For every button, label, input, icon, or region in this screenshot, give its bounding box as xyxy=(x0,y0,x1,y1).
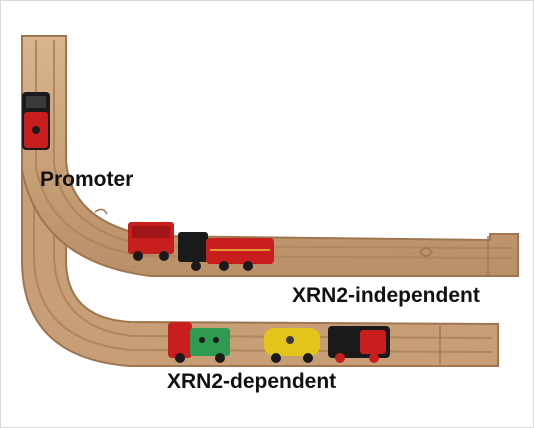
xrn2-dependent-label: XRN2-dependent xyxy=(167,370,337,393)
xrn2-independent-label: XRN2-independent xyxy=(292,284,480,307)
track-dependent xyxy=(21,35,499,367)
train-dependent xyxy=(168,322,390,363)
train-independent xyxy=(128,222,274,271)
promoter-label: Promoter xyxy=(40,168,134,191)
train-promoter xyxy=(22,92,50,150)
